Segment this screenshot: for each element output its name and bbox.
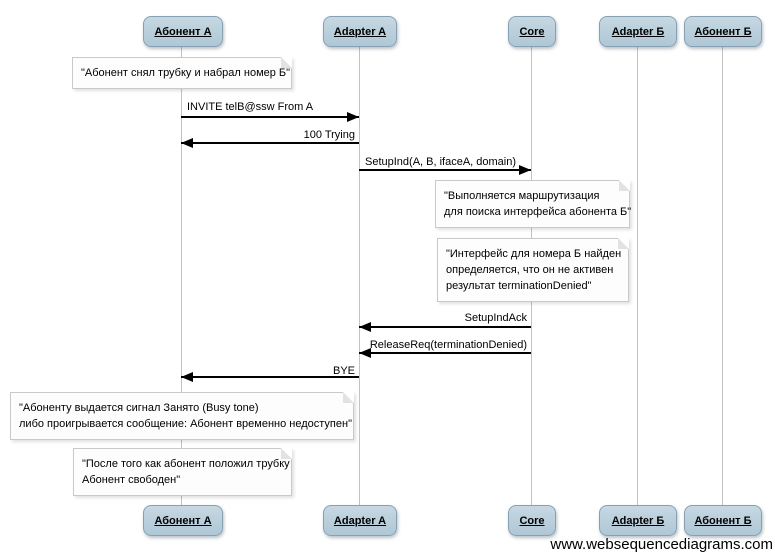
actor-box-abonent-b-bottom: Абонент Б xyxy=(684,505,762,536)
watermark-text: www.websequencediagrams.com xyxy=(550,536,773,553)
actor-box-abonent-a-top: Абонент А xyxy=(143,16,223,47)
note: "Абонент снял трубку и набрал номер Б" xyxy=(72,57,292,89)
message-label: INVITE telB@ssw From A xyxy=(187,101,314,113)
lifeline-abonent-b xyxy=(722,45,723,505)
note-line: "Интерфейс для номера Б найден xyxy=(446,248,622,260)
actor-box-adapter-a-top: Adapter A xyxy=(323,16,397,47)
message-line xyxy=(181,142,359,144)
message-label: 100 Trying xyxy=(303,129,355,141)
arrowhead-left-icon xyxy=(181,372,193,382)
actor-box-abonent-b-top: Абонент Б xyxy=(684,16,762,47)
message-label: BYE xyxy=(332,365,355,377)
note-line: определяется, что он не активен xyxy=(446,264,614,276)
note: "Выполняется маршрутизация для поиска ин… xyxy=(435,180,632,228)
arrowhead-right-icon xyxy=(347,112,359,122)
note: "Абоненту выдается сигнал Занято (Busy t… xyxy=(10,392,354,440)
message-line xyxy=(181,376,359,378)
message-line xyxy=(359,326,531,328)
note-line: для поиска интерфейса абонента Б" xyxy=(444,206,632,218)
arrowhead-right-icon xyxy=(519,165,531,175)
note-line: либо проигрывается сообщение: Абонент вр… xyxy=(19,418,352,430)
actor-box-abonent-a-bottom: Абонент А xyxy=(143,505,223,536)
note: "Интерфейс для номера Б найден определяе… xyxy=(437,238,629,302)
note-fold-icon xyxy=(618,238,629,249)
note-line: "Абонент снял трубку и набрал номер Б" xyxy=(81,67,291,79)
arrowhead-left-icon xyxy=(181,138,193,148)
message-label: ReleaseReq(terminationDenied) xyxy=(369,339,527,351)
actor-box-adapter-b-bottom: Adapter Б xyxy=(599,505,677,536)
arrowhead-left-icon xyxy=(359,348,371,358)
note-line: "Выполняется маршрутизация xyxy=(444,190,600,202)
note-fold-icon xyxy=(281,448,292,459)
actor-box-core-bottom: Core xyxy=(508,505,556,536)
lifeline-abonent-a xyxy=(181,45,182,505)
arrowhead-left-icon xyxy=(359,322,371,332)
actor-box-core-top: Core xyxy=(508,16,556,47)
note-fold-icon xyxy=(281,57,292,68)
note-fold-icon xyxy=(343,392,354,403)
message-label: SetupInd(A, B, ifaceA, domain) xyxy=(365,156,517,168)
lifeline-adapter-a xyxy=(359,45,360,505)
actor-box-adapter-a-bottom: Adapter A xyxy=(323,505,397,536)
lifeline-adapter-b xyxy=(637,45,638,505)
message-line xyxy=(359,352,531,354)
message-line xyxy=(359,169,531,171)
note: "После того как абонент положил трубку А… xyxy=(73,448,292,496)
message-label: SetupIndAck xyxy=(464,312,527,324)
actor-box-adapter-b-top: Adapter Б xyxy=(599,16,677,47)
note-line: Абонент свободен" xyxy=(82,474,181,486)
note-fold-icon xyxy=(619,180,630,191)
note-line: "После того как абонент положил трубку xyxy=(82,458,290,470)
note-line: результат terminationDenied" xyxy=(446,280,592,292)
note-line: "Абоненту выдается сигнал Занято (Busy t… xyxy=(19,402,259,414)
message-line xyxy=(181,116,359,118)
